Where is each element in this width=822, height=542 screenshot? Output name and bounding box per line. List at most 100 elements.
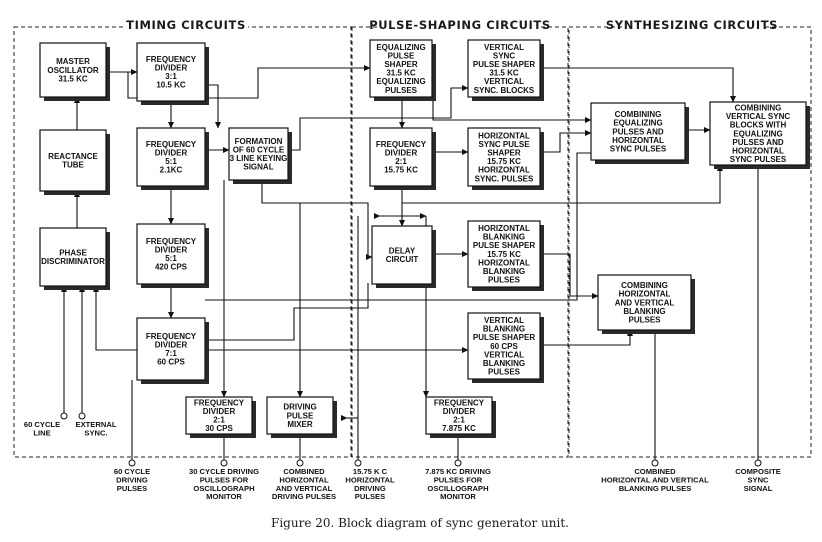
block-text: PULSES AND bbox=[732, 138, 783, 147]
block-text: PULSES bbox=[488, 276, 521, 285]
terminal-ext-sync bbox=[78, 412, 86, 420]
block-text: FREQUENCY bbox=[434, 398, 485, 407]
terminal-out-1575 bbox=[354, 459, 362, 467]
block-text: COMBINING bbox=[621, 281, 668, 290]
terminal-out-comb-drive bbox=[296, 459, 304, 467]
label-text: SYNC bbox=[747, 475, 769, 484]
block-text: 60 CPS bbox=[490, 342, 518, 351]
terminal-out-comb-blank bbox=[651, 459, 659, 467]
block-text: COMBINING bbox=[615, 110, 662, 119]
block-text: HORIZONTAL bbox=[619, 290, 671, 299]
block-text: HORIZONTAL bbox=[478, 224, 530, 233]
figure-caption: Figure 20. Block diagram of sync generat… bbox=[271, 516, 569, 530]
block-text: DISCRIMINATOR bbox=[41, 257, 105, 266]
block-text: VERTICAL bbox=[484, 77, 524, 86]
label-text: 30 CYCLE DRIVING bbox=[189, 467, 259, 476]
block-text: 2.1KC bbox=[160, 166, 183, 175]
block-text: PULSE SHAPER bbox=[473, 333, 535, 342]
label-text: EXTERNAL bbox=[76, 420, 117, 429]
block-text: 7:1 bbox=[165, 349, 177, 358]
terminal-out-30 bbox=[220, 459, 228, 467]
label-text: SYNC. bbox=[84, 428, 107, 437]
label-text: LINE bbox=[33, 428, 50, 437]
block-text: EQUALIZING bbox=[376, 43, 425, 52]
block-text: SHAPER bbox=[384, 60, 418, 69]
block-text: TUBE bbox=[62, 161, 84, 170]
block-text: DIVIDER bbox=[443, 407, 476, 416]
label-text: OSCILLOGRAPH bbox=[427, 484, 488, 493]
block-text: 2:1 bbox=[453, 416, 465, 425]
block-text: EQUALIZING bbox=[613, 119, 662, 128]
block-text: 420 CPS bbox=[155, 263, 188, 272]
block-text: 15.75 KC bbox=[487, 250, 521, 259]
label-text: 60 CYCLE bbox=[114, 467, 150, 476]
block-text: FREQUENCY bbox=[376, 140, 427, 149]
block-text: 31.5 KC bbox=[386, 69, 416, 78]
block-text: HORIZONTAL bbox=[478, 131, 530, 140]
block-text: BLOCKS WITH bbox=[730, 121, 787, 130]
block-text: EQUALIZING bbox=[376, 77, 425, 86]
block-text: FREQUENCY bbox=[146, 332, 197, 341]
block-text: VERTICAL bbox=[484, 316, 524, 325]
block-text: SYNC. BLOCKS bbox=[474, 86, 535, 95]
block-text: VERTICAL bbox=[484, 350, 524, 359]
block-text: PULSES bbox=[488, 368, 521, 377]
label-text: HORIZONTAL bbox=[279, 475, 329, 484]
block-text: REACTANCE bbox=[48, 152, 98, 161]
block-text: SYNC PULSES bbox=[610, 145, 667, 154]
block-text: PULSES bbox=[385, 86, 418, 95]
block-text: BLANKING bbox=[483, 267, 525, 276]
wire-fd3-vb bbox=[205, 152, 598, 301]
block-text: VERTICAL SYNC bbox=[726, 112, 791, 121]
label-text: PULSES FOR bbox=[200, 475, 249, 484]
block-text: FREQUENCY bbox=[146, 237, 197, 246]
block-text: BLANKING bbox=[483, 359, 525, 368]
block-text: AND VERTICAL bbox=[615, 298, 675, 307]
wire-vs-combvert bbox=[540, 67, 736, 103]
block-text: DIVIDER bbox=[155, 64, 188, 73]
block-text: FREQUENCY bbox=[146, 55, 197, 64]
block-text: VERTICAL bbox=[484, 43, 524, 52]
block-text: 7.875 KC bbox=[442, 424, 476, 433]
section-title-synthesizing: SYNTHESIZING CIRCUITS bbox=[606, 18, 778, 32]
block-text: 60 CPS bbox=[157, 358, 185, 367]
block-text: 2:1 bbox=[213, 416, 225, 425]
block-text: DELAY bbox=[389, 247, 416, 256]
block-text: SIGNAL bbox=[243, 163, 273, 172]
terminal-out-60 bbox=[128, 459, 136, 467]
block-text: PULSES AND bbox=[612, 127, 663, 136]
label-text: MONITOR bbox=[440, 492, 476, 501]
block-text: FORMATION bbox=[235, 137, 283, 146]
label-text: PULSES bbox=[117, 484, 147, 493]
block-text: HORIZONTAL bbox=[478, 166, 530, 175]
block-text: DIVIDER bbox=[385, 149, 418, 158]
block-text: 15.75 KC bbox=[487, 157, 521, 166]
wire-formation-down bbox=[261, 180, 373, 260]
block-text: PULSE bbox=[287, 411, 314, 420]
block-text: PULSES bbox=[628, 316, 661, 325]
terminal-cycle-line bbox=[60, 412, 68, 420]
block-text: CIRCUIT bbox=[386, 255, 419, 264]
block-text: BLANKING bbox=[623, 307, 665, 316]
label-text: COMBINED bbox=[283, 467, 325, 476]
section-title-pulse-shaping: PULSE-SHAPING CIRCUITS bbox=[369, 18, 551, 32]
